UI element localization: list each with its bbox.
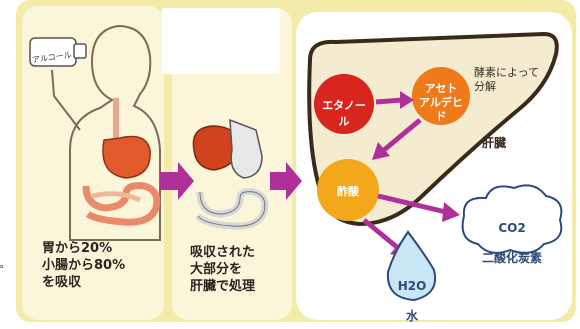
ethanol-label: エタノール (318, 97, 370, 129)
h2o-name: 水 (406, 309, 418, 323)
h2o-label: H2O 水 (392, 264, 432, 324)
co2-label: CO2 二酸化炭素 (470, 206, 554, 266)
arrow-2 (270, 162, 302, 200)
acetic-acid-label: 酢酸 (324, 183, 372, 199)
co2-name: 二酸化炭素 (482, 251, 542, 265)
liver-label: 肝臓 (482, 134, 506, 151)
absorption-caption: 胃から20% 小腸から80% を吸収 (42, 240, 125, 291)
acetaldehyde-label: アセト アルデヒド (414, 82, 468, 124)
co2-formula: CO2 (498, 221, 525, 235)
digestive-organs-2 (193, 120, 265, 226)
enzyme-note: 酵素によって 分解 (474, 66, 539, 94)
h2o-formula: H2O (398, 279, 427, 293)
processing-caption: 吸収された 大部分を 肝臓で処理 (190, 244, 255, 295)
arrow-1 (160, 162, 194, 200)
